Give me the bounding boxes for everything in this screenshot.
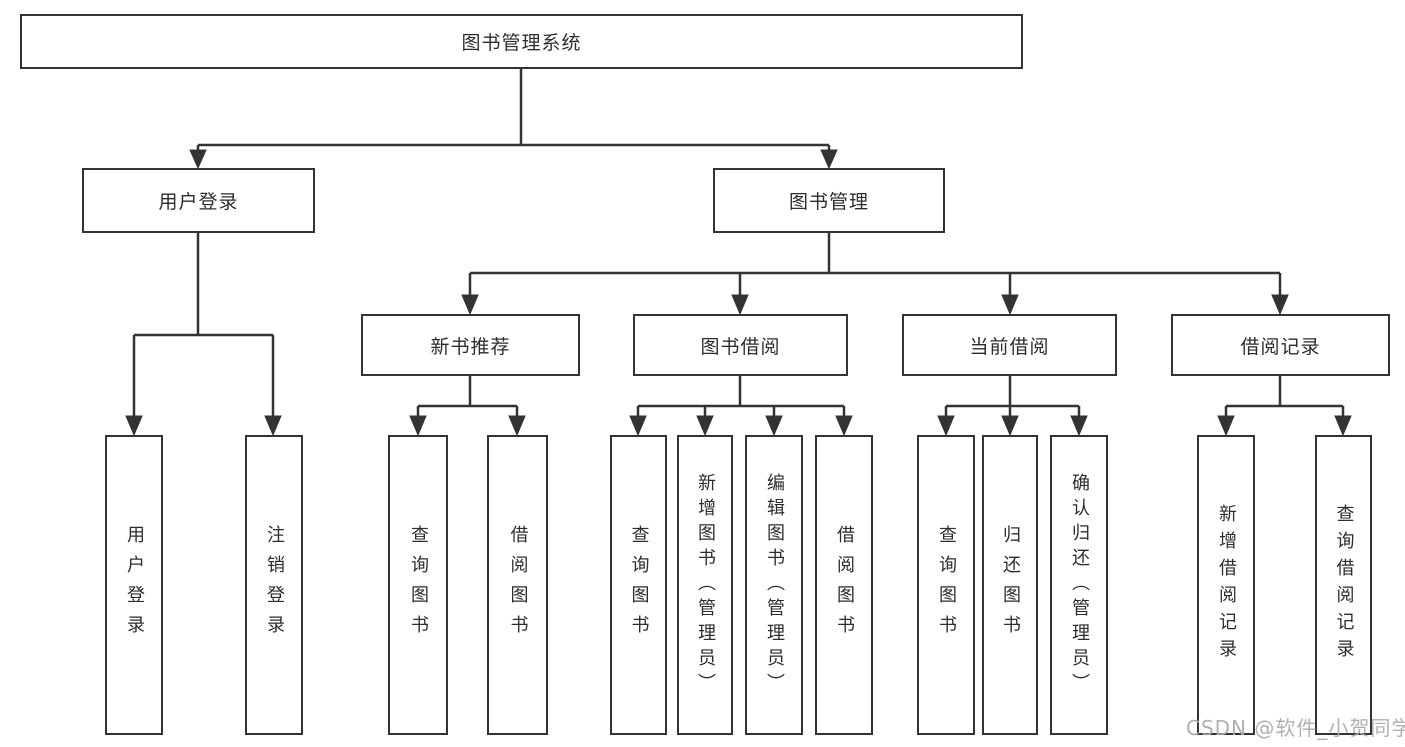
leaf-confirm-return-admin: 确认归还（管理员） xyxy=(1050,435,1108,735)
leaf-query-book-recommend: 查询图书 xyxy=(388,435,448,735)
node-new-book-recommend: 新书推荐 xyxy=(361,314,580,376)
connector-user-login-to-leaves xyxy=(125,233,282,437)
csdn-watermark: CSDN @软件_小贺同学 xyxy=(1186,716,1405,740)
node-current-borrow: 当前借阅 xyxy=(902,314,1117,376)
arrowhead-icon xyxy=(1070,415,1088,437)
node-book-management: 图书管理 xyxy=(713,168,945,233)
arrowhead-icon xyxy=(508,415,526,437)
leaf-borrow-book-recommend: 借阅图书 xyxy=(487,435,548,735)
arrowhead-icon xyxy=(835,415,853,437)
arrowhead-icon xyxy=(937,415,955,437)
leaf-user-login: 用户登录 xyxy=(105,435,163,735)
leaf-add-borrow-record: 新增借阅记录 xyxy=(1197,435,1255,735)
arrowhead-icon xyxy=(629,415,647,437)
node-root-system: 图书管理系统 xyxy=(20,14,1023,69)
leaf-query-book-current: 查询图书 xyxy=(917,435,975,735)
arrowhead-icon xyxy=(765,415,783,437)
arrowhead-icon xyxy=(820,149,838,170)
arrowhead-icon xyxy=(264,415,282,437)
arrowhead-icon xyxy=(1001,415,1019,437)
connector-current-borrow-to-leaves xyxy=(937,376,1088,437)
leaf-logout: 注销登录 xyxy=(245,435,303,735)
arrowhead-icon xyxy=(1217,415,1235,437)
node-borrow-record: 借阅记录 xyxy=(1171,314,1390,376)
arrowhead-icon xyxy=(189,149,207,170)
connector-book-borrow-to-leaves xyxy=(629,376,853,437)
leaf-return-book: 归还图书 xyxy=(982,435,1038,735)
arrowhead-icon xyxy=(409,415,427,437)
arrowhead-icon xyxy=(1001,294,1019,316)
arrowhead-icon xyxy=(696,415,714,437)
connector-book-management-to-level3 xyxy=(461,233,1289,316)
node-user-login: 用户登录 xyxy=(82,168,315,233)
node-book-borrow: 图书借阅 xyxy=(633,314,848,376)
leaf-borrow-book: 借阅图书 xyxy=(815,435,873,735)
arrowhead-icon xyxy=(731,294,749,316)
connector-new-book-recommend-to-leaves xyxy=(409,376,526,437)
leaf-add-book-admin: 新增图书（管理员） xyxy=(677,435,733,735)
arrowhead-icon xyxy=(1271,294,1289,316)
connector-root-to-level2 xyxy=(189,69,838,170)
arrowhead-icon xyxy=(461,294,479,316)
connector-borrow-record-to-leaves xyxy=(1217,376,1352,437)
arrowhead-icon xyxy=(1334,415,1352,437)
leaf-query-borrow-record: 查询借阅记录 xyxy=(1315,435,1372,735)
arrowhead-icon xyxy=(125,415,143,437)
leaf-edit-book-admin: 编辑图书（管理员） xyxy=(745,435,803,735)
leaf-query-book-borrow: 查询图书 xyxy=(610,435,667,735)
